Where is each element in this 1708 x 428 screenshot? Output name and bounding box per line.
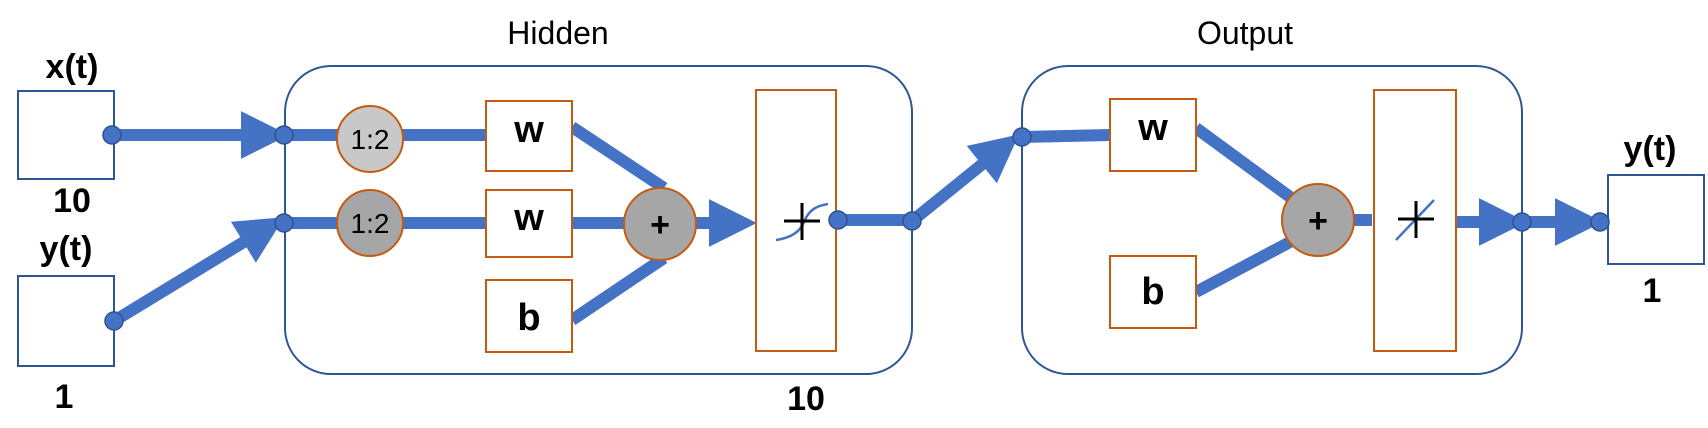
- wire-y-feedback: [110, 217, 285, 327]
- junction-dots: [102, 125, 1610, 331]
- tansig-icon: [775, 202, 829, 242]
- x-input-size: 10: [53, 182, 91, 220]
- y-input-name: y(t): [40, 230, 93, 268]
- x-input-name: x(t): [46, 48, 99, 86]
- junction-dot: [1512, 212, 1532, 232]
- hidden-weight-box-2: [485, 189, 573, 258]
- junction-dot: [274, 213, 294, 233]
- delay-node-x: [336, 105, 404, 173]
- hidden-sum-node: [623, 187, 697, 261]
- wire-w1-to-sum: [568, 121, 668, 194]
- hidden-bias-box: [485, 279, 573, 353]
- hidden-weight-box-1: [485, 100, 573, 172]
- purelin-icon: [1395, 199, 1435, 241]
- hidden-weight-label-1: w: [513, 109, 544, 151]
- hidden-weight-label-2: w: [513, 197, 544, 239]
- wire-ow-to-sum: [1192, 123, 1294, 202]
- wire-hidden-to-output: [908, 134, 1020, 226]
- junction-dot: [1012, 127, 1032, 147]
- output-layer-title: Output: [1197, 15, 1293, 51]
- hidden-bias-label: b: [517, 297, 540, 339]
- output-sum-label: +: [1308, 202, 1328, 240]
- junction-dot: [102, 125, 122, 145]
- hidden-sum-label: +: [650, 206, 670, 244]
- y-input-box: [17, 275, 115, 367]
- output-size: 1: [1643, 272, 1662, 310]
- output-sum-node: [1281, 183, 1355, 257]
- wire-ob-to-sum: [1193, 236, 1293, 298]
- delay-node-y: [336, 189, 404, 257]
- junction-dot: [902, 211, 922, 231]
- output-bias-label: b: [1141, 271, 1164, 313]
- hidden-layer-title: Hidden: [507, 15, 608, 51]
- y-input-size: 1: [55, 378, 74, 416]
- output-weight-label: w: [1137, 107, 1168, 149]
- output-bias-box: [1109, 255, 1197, 329]
- delay-label-x: 1:2: [351, 124, 390, 155]
- output-name: y(t): [1624, 130, 1677, 168]
- y-output-box: [1607, 174, 1705, 265]
- junction-dot: [1590, 212, 1610, 232]
- junction-dot: [104, 311, 124, 331]
- wire-output-in: [1021, 129, 1111, 143]
- delay-label-y: 1:2: [351, 208, 390, 239]
- junction-dot: [274, 125, 294, 145]
- junction-dot: [828, 210, 848, 230]
- x-input-box: [17, 90, 115, 180]
- wire-b-to-sum: [568, 253, 668, 325]
- output-weight-box: [1109, 98, 1197, 172]
- hidden-layer-size: 10: [787, 380, 825, 418]
